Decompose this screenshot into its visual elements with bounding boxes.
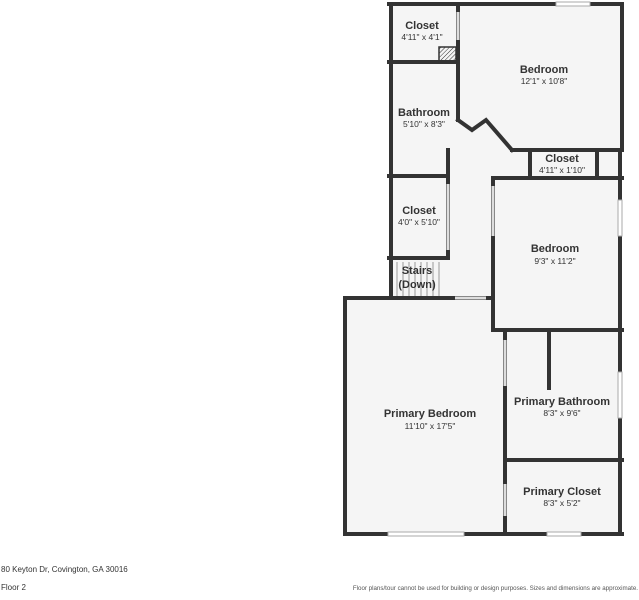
primary-closet-name: Primary Closet: [523, 486, 601, 498]
window-primary-bedroom: [387, 531, 465, 537]
door-openings: [446, 12, 507, 516]
bedroom-mid-name: Bedroom: [531, 243, 580, 255]
primary-closet-dims: 8'3" x 5'2": [543, 498, 580, 508]
floor-label: Floor 2: [1, 583, 26, 592]
stairs-label-2: (Down): [398, 279, 436, 291]
primary-bathroom-dims: 8'3" x 9'6": [543, 408, 580, 418]
bedroom-mid-dims: 9'3" x 11'2": [534, 256, 575, 266]
window-bedroom-mid: [617, 199, 623, 237]
primary-bathroom-name: Primary Bathroom: [514, 396, 610, 408]
window-primary-bath: [617, 371, 623, 419]
closet-mid-name: Closet: [402, 205, 436, 217]
bathroom-dims: 5'10" x 8'3": [403, 119, 445, 129]
address-text: 80 Keyton Dr, Covington, GA 30016: [1, 565, 128, 574]
bedroom-top-name: Bedroom: [520, 64, 569, 76]
closet-small-dims: 4'11" x 1'10": [539, 165, 585, 175]
window-primary-closet: [546, 531, 582, 537]
windows: [387, 1, 623, 537]
closet-top-name: Closet: [405, 20, 439, 32]
wall-diagonal-a: [455, 117, 515, 153]
window-top: [555, 1, 591, 7]
stairs-label-1: Stairs: [402, 265, 433, 277]
shaft: [438, 46, 457, 63]
primary-bedroom-name: Primary Bedroom: [384, 408, 477, 420]
disclaimer-text: Floor plans/tour cannot be used for buil…: [352, 585, 638, 592]
wall-top-block: [387, 2, 624, 152]
bathroom-name: Bathroom: [398, 107, 450, 119]
primary-bedroom-dims: 11'10" x 17'5": [405, 421, 456, 431]
floor-area: [345, 4, 622, 534]
room-labels: Closet 4'11" x 4'1" Bedroom 12'1" x 10'8…: [384, 20, 610, 508]
closet-top-dims: 4'11" x 4'1": [401, 32, 442, 42]
bedroom-top-dims: 12'1" x 10'8": [521, 76, 568, 86]
stairs: [396, 262, 440, 296]
closet-small-name: Closet: [545, 153, 579, 165]
closet-mid-dims: 4'0" x 5'10": [398, 217, 440, 227]
